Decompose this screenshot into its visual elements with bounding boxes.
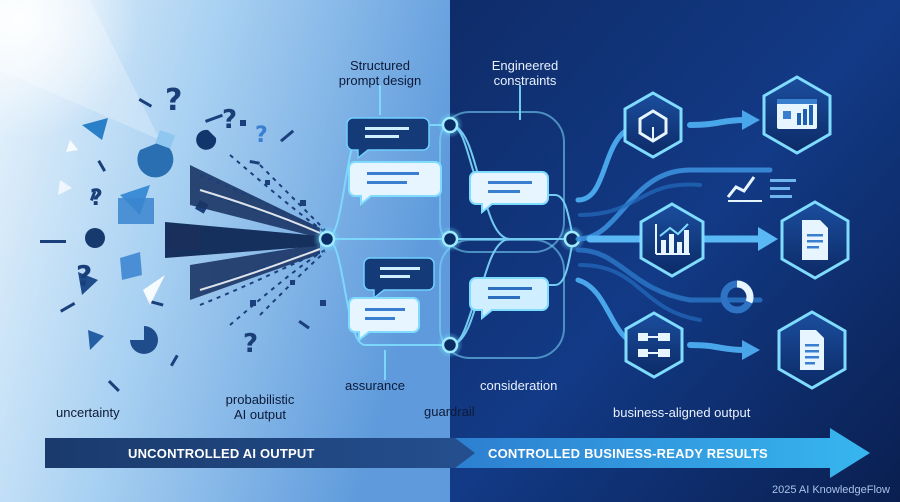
- chat-bubble-icon: [346, 117, 430, 160]
- question-mark-icon: ?: [165, 83, 182, 118]
- question-mark-icon: ?: [90, 186, 103, 211]
- label-assurance: assurance: [345, 378, 405, 393]
- question-mark-icons: ? ? ? ? ? ? ?: [76, 83, 268, 359]
- flowchart-icon: [624, 311, 684, 379]
- chat-bubble-icon: [469, 171, 549, 215]
- donut-chart-icon: [720, 280, 754, 314]
- document-icon: [780, 200, 850, 280]
- question-mark-icon: ?: [222, 105, 237, 135]
- scattered-fragments: [40, 98, 326, 393]
- bar-chart-icon: [639, 202, 705, 278]
- chat-bubble-icon: [469, 277, 549, 321]
- dotted-streams: [199, 154, 326, 326]
- label-engineered-constraints: Engineered constraints: [491, 58, 559, 88]
- hexagon-icons: [623, 75, 850, 390]
- label-uncertainty: uncertainty: [56, 405, 120, 420]
- label-probabilistic-ai-output: probabilistic AI output: [225, 392, 295, 422]
- white-streaks: [199, 189, 321, 291]
- label-structured-prompt-design: Structured prompt design: [338, 58, 422, 88]
- chat-bubble-icon: [363, 257, 435, 300]
- chat-bubble-icons: [346, 117, 549, 343]
- footer-credit: 2025 AI KnowledgeFlow: [771, 484, 890, 496]
- question-mark-icon: ?: [255, 123, 268, 148]
- banner-left-text: UNCONTROLLED AI OUTPUT: [128, 446, 315, 461]
- chat-bubble-icon: [348, 297, 420, 343]
- light-ray: [0, 0, 160, 140]
- chat-bubble-icon: [348, 161, 442, 207]
- transition-banner: [45, 428, 870, 478]
- label-consideration: consideration: [480, 378, 558, 393]
- report-icon: [777, 310, 847, 390]
- dashboard-chart-icon: [762, 75, 832, 155]
- question-box: [170, 226, 200, 250]
- question-mark-icon: ?: [76, 259, 92, 292]
- question-mark-icon: ?: [243, 329, 258, 359]
- label-guardrail: guardrail: [424, 404, 475, 419]
- cube-icon: [623, 91, 683, 159]
- circuit-nodes: [313, 112, 585, 358]
- light-flare: [0, 0, 140, 140]
- label-business-aligned-output: business-aligned output: [613, 405, 751, 420]
- line-chart-icon: [726, 176, 796, 202]
- banner-right-text: CONTROLLED BUSINESS-READY RESULTS: [488, 446, 768, 461]
